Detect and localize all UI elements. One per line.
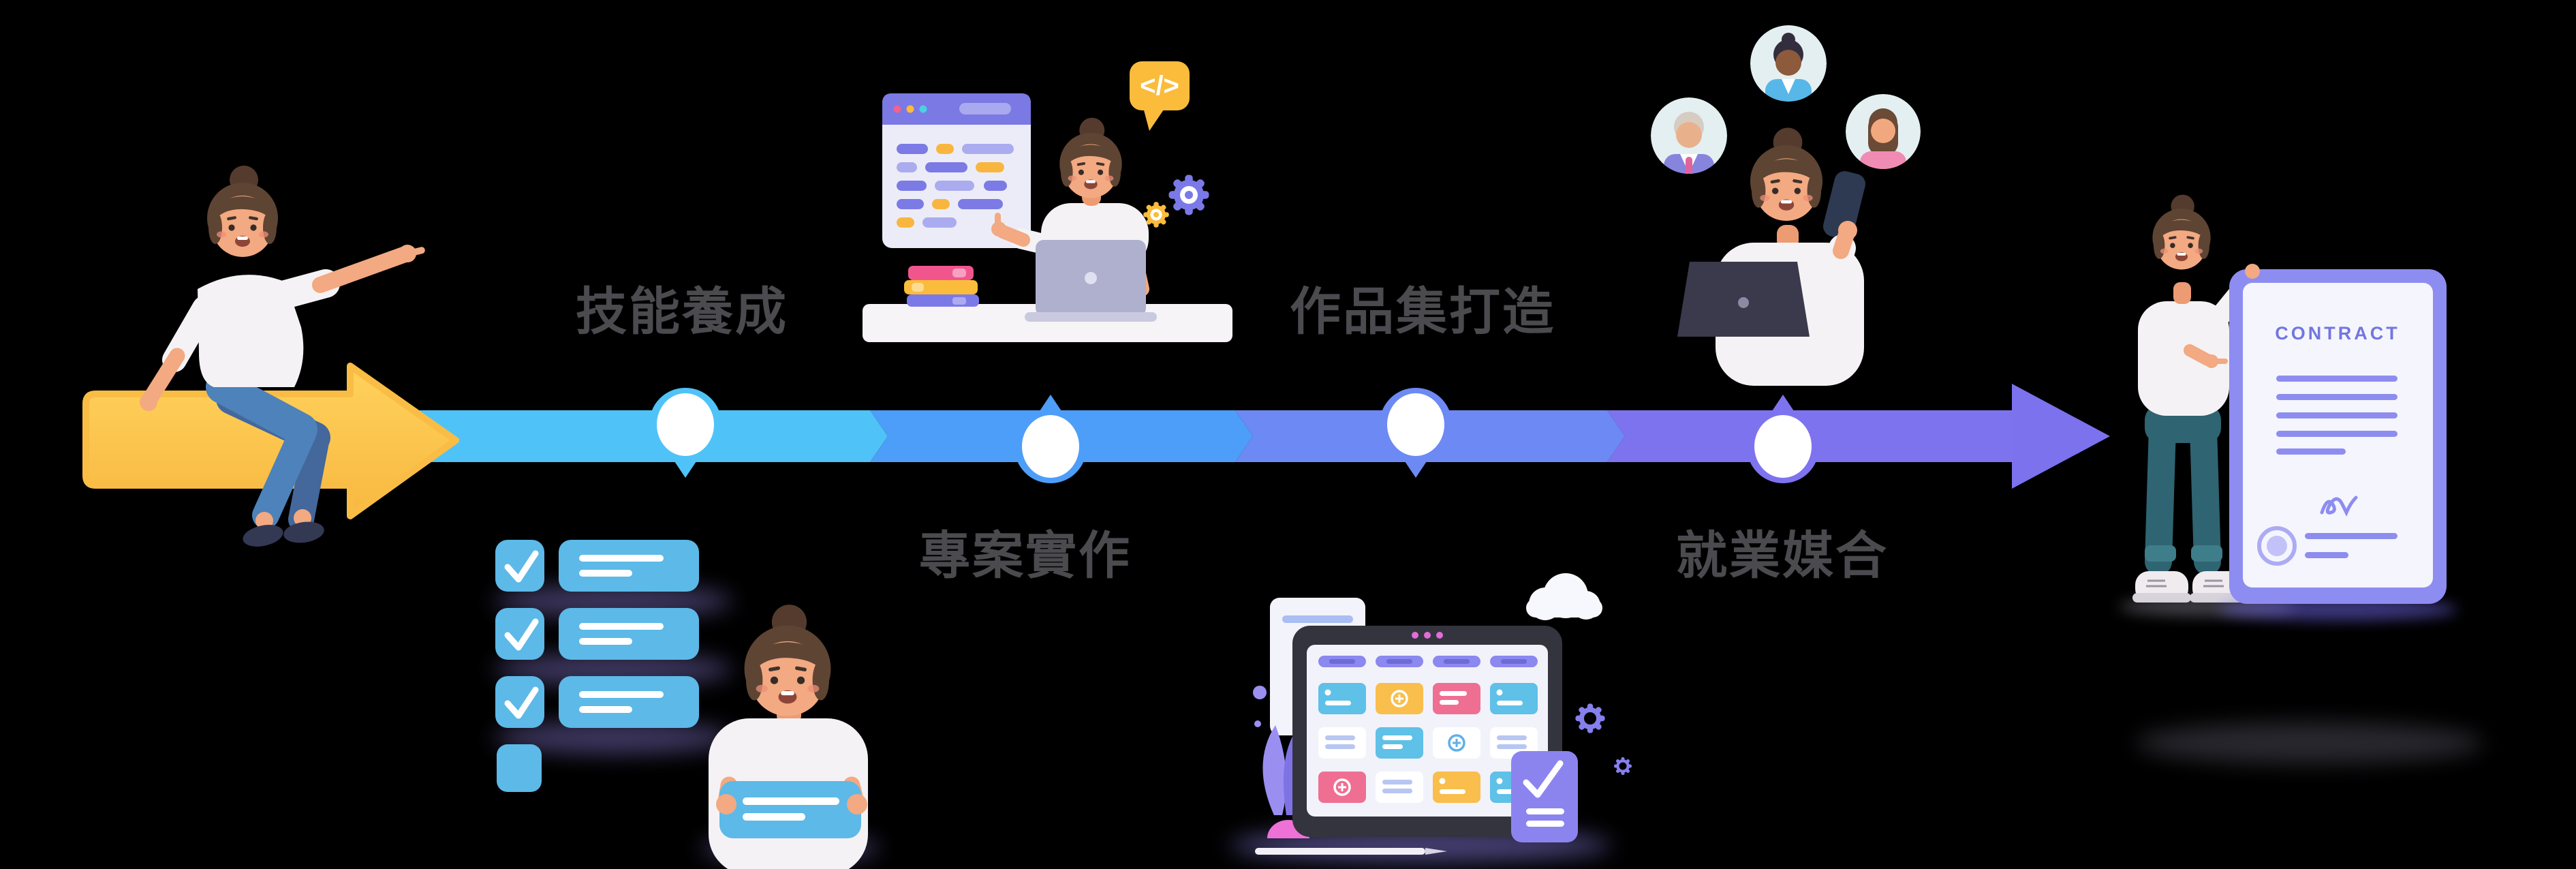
- illustration-skill-development: [863, 61, 1232, 342]
- stage-label-project-practice: 專案實作: [918, 527, 1132, 584]
- checklist-empty-checkbox: [497, 744, 542, 792]
- gear-icon: [1575, 703, 1632, 775]
- code-glyph: </>: [1140, 71, 1179, 101]
- phone-icon: [1823, 171, 1865, 239]
- stage-label-job-matching: 就業媒合: [1675, 527, 1889, 584]
- kanban-cards: [1318, 683, 1538, 803]
- milestone-marker-3: [1380, 388, 1452, 478]
- illustration-portfolio-building: [1230, 573, 1632, 862]
- books-icon: [904, 266, 979, 307]
- seal-icon: [2257, 526, 2297, 566]
- sign-board: [719, 781, 861, 838]
- code-lines: [897, 144, 1014, 228]
- pen-icon: [1255, 848, 1447, 855]
- avatar-man-suit: [1651, 97, 1727, 174]
- cloud-icon: [1526, 573, 1602, 620]
- contract-title: CONTRACT: [2275, 323, 2400, 344]
- illustration-project-practice: [494, 540, 879, 869]
- timeline-start-arrow: [82, 363, 459, 519]
- browser-window-icon: [882, 93, 1031, 248]
- illustration-employment-contract: [2119, 194, 2483, 763]
- milestone-marker-4: [1747, 395, 1819, 483]
- illustration-job-matching: [1651, 25, 1921, 386]
- kanban-column-headers: [1318, 656, 1538, 667]
- contract-document: [2229, 269, 2447, 604]
- checklist-row: [495, 608, 699, 660]
- code-bubble-icon: [1130, 61, 1190, 131]
- checklist-row: [495, 540, 699, 592]
- stage-label-portfolio-building: 作品集打造: [1289, 283, 1556, 340]
- tablet-kanban-board: [1292, 626, 1562, 837]
- avatar-woman-blue: [1750, 25, 1827, 102]
- checklist-row: [495, 676, 699, 728]
- timeline-end-arrowhead: [2012, 384, 2110, 489]
- laptop-icon: [1677, 262, 1810, 337]
- milestone-marker-1: [649, 388, 721, 478]
- gear-icon: [1143, 174, 1209, 228]
- stage-label-skill-development: 技能養成: [575, 283, 789, 340]
- illustration-journey-start: [140, 166, 425, 547]
- laptop-icon: [1025, 240, 1157, 322]
- avatar-woman-pink: [1846, 94, 1921, 169]
- signature-icon: [2320, 496, 2358, 517]
- clipboard-check-icon: [1511, 751, 1578, 842]
- timeline-milestones: [649, 388, 1819, 483]
- ground-shadow: [2136, 722, 2483, 763]
- timeline-segment-1: [409, 410, 888, 462]
- milestone-marker-2: [1014, 395, 1087, 483]
